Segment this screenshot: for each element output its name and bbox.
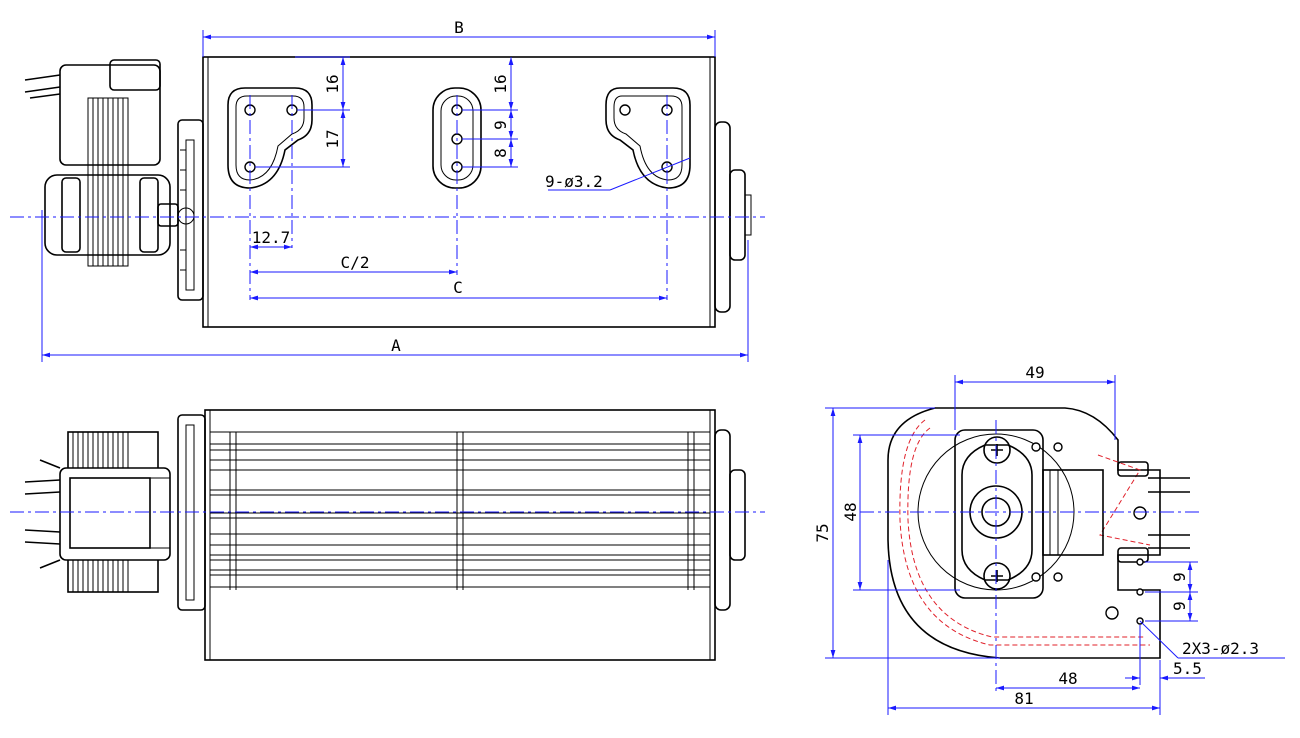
dimension-b-label: B <box>454 18 464 37</box>
dimension-49-label: 49 <box>1025 363 1044 382</box>
holes-note-2x3-label: 2X3-ø2.3 <box>1182 639 1259 658</box>
side-motor-plate <box>954 429 1044 599</box>
dimension-c-half-label: C/2 <box>341 253 370 272</box>
dimension-81-label: 81 <box>1014 689 1033 708</box>
top-view: B A C C/2 12.7 16 <box>10 18 765 362</box>
front-housing <box>204 409 716 661</box>
dimension-12-7: 12.7 <box>250 228 292 250</box>
dimension-a-label: A <box>391 336 401 355</box>
dimension-5-5-label: 5.5 <box>1173 659 1202 678</box>
dimension-9-label: 9 <box>491 120 510 130</box>
dimension-9-upper-label: 9 <box>1170 572 1189 582</box>
dimension-48-vertical: 48 <box>841 434 960 591</box>
dimension-b: B <box>202 18 716 57</box>
holes-note-2x3: 2X3-ø2.3 <box>1139 620 1285 659</box>
dimension-9-lower-label: 9 <box>1170 601 1189 611</box>
top-mount-holes <box>244 104 673 173</box>
dimension-16-left-label: 16 <box>323 74 342 93</box>
holes-note-9-label: 9-ø3.2 <box>545 172 603 191</box>
dimension-16-17-left: 16 17 <box>255 56 350 168</box>
dimension-48-vertical-label: 48 <box>841 502 860 521</box>
dimension-81: 81 <box>887 560 1161 715</box>
side-housing <box>887 407 1161 659</box>
dimension-8-label: 8 <box>491 148 510 158</box>
side-mount-holes <box>1031 442 1147 625</box>
dimension-a: A <box>41 210 749 362</box>
dimension-16-9-8-mid: 16 9 8 <box>462 57 518 168</box>
top-right-mount-slot <box>605 87 691 189</box>
top-left-mount-slot <box>227 87 313 189</box>
top-motor <box>24 59 195 267</box>
front-impeller-blades <box>209 431 711 590</box>
dimension-75: 75 <box>813 407 1000 659</box>
dimension-c-half: C/2 <box>250 253 457 275</box>
dimension-c-label: C <box>453 278 463 297</box>
dimension-c: C <box>250 278 667 301</box>
side-screw-bottom <box>983 562 1011 590</box>
dimension-48-horizontal: 48 <box>996 669 1140 691</box>
holes-note-9: 9-ø3.2 <box>545 157 691 191</box>
dimension-9-9: 9 9 <box>1145 561 1198 622</box>
side-view: 49 75 48 9 9 2X3-ø2 <box>813 363 1285 715</box>
dimension-16-mid-label: 16 <box>491 74 510 93</box>
side-screw-top <box>983 436 1011 464</box>
dimension-48-horizontal-label: 48 <box>1058 669 1077 688</box>
front-view <box>10 409 765 661</box>
dimension-75-label: 75 <box>813 523 832 542</box>
dimension-12-7-label: 12.7 <box>252 228 291 247</box>
dimension-49: 49 <box>954 363 1116 440</box>
dimension-17-label: 17 <box>323 129 342 148</box>
